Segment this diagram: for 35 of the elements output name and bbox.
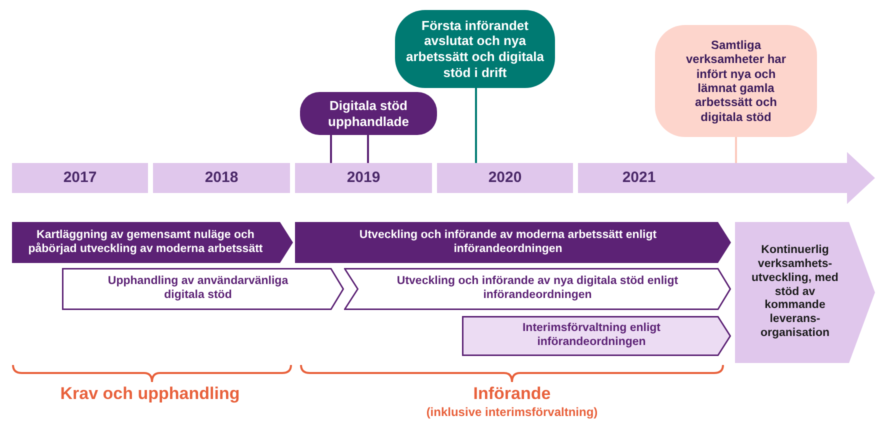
year-label: 2017 [63, 169, 97, 187]
node-text: Utveckling och införande av moderna arbetssätt enligt införandeordningen [358, 228, 658, 256]
connector-line [475, 88, 477, 163]
connector-line [367, 135, 369, 163]
milestone-callout [300, 92, 437, 135]
year-segment [295, 163, 432, 193]
node-text: Kontinuerlig verksamhets-utveckling, med stöd av kommande leverans-organisation [750, 244, 840, 341]
phase-label: Krav och upphandling [59, 384, 241, 404]
node-text: Interimsförvaltning enligt införandeordningen [521, 322, 662, 350]
node-text: Kartläggning av gemensamt nuläge och påbörjad utveckling av moderna arbetssätt [27, 228, 264, 256]
node-text: Upphandling av användarvänliga digitala stöd [106, 275, 290, 303]
year-label: 2018 [204, 169, 238, 187]
milestone-callout [395, 10, 555, 88]
phase-banner [735, 222, 875, 363]
node-text: Samtliga verksamheter har infört nya och lämnat gamla arbetssätt och digitala stöd [684, 38, 788, 124]
node-text: Digitala stöd upphandlade [327, 98, 410, 130]
milestone-callout [655, 25, 817, 137]
year-segment [153, 163, 290, 193]
phase-banner [344, 268, 731, 310]
year-segment [12, 163, 148, 193]
phase-note: (inklusive interimsförvaltning) [425, 405, 599, 419]
connector-line [735, 137, 737, 163]
year-segment [437, 163, 573, 193]
year-segment [578, 152, 875, 204]
phase-banner [295, 222, 731, 263]
node-text: Första införandet avslutat och nya arbetssätt och digitala stöd i drift [405, 18, 545, 80]
year-label: 2019 [346, 169, 380, 187]
phase-label: Införande [472, 384, 552, 404]
year-label: 2021 [622, 169, 656, 187]
phase-banner [12, 222, 293, 263]
phase-banner [62, 268, 344, 310]
year-label: 2020 [488, 169, 522, 187]
node-text: Utveckling och införande av nya digitala stöd enligt införandeordningen [396, 275, 680, 303]
phase-banner [462, 316, 731, 356]
connector-line [330, 135, 332, 163]
